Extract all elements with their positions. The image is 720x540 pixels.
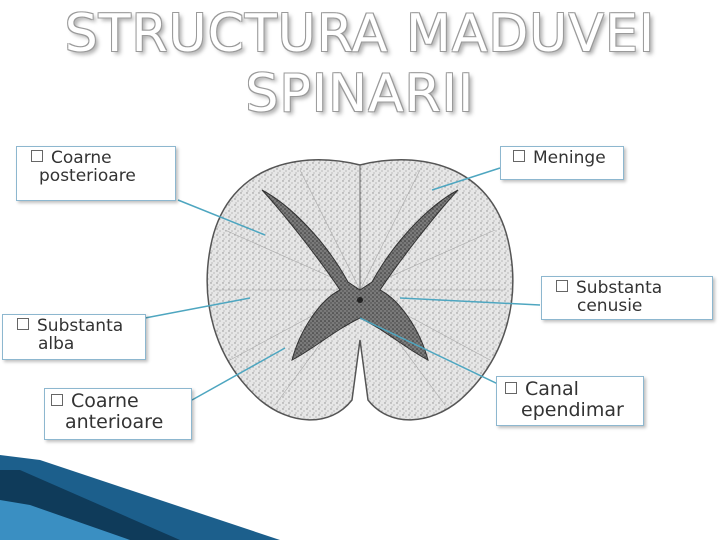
label-white-matter: Substanta alba [2,314,146,360]
label-gray-matter: Substanta cenusie [541,276,713,320]
label-line-1: Meninge [533,148,606,168]
label-line-1: Substanta [37,316,124,336]
bullet-icon [17,318,29,330]
label-anterior-horns: Coarne anterioare [44,388,192,440]
label-line-2: anterioare [65,411,164,433]
bullet-icon [31,150,43,162]
leader-lines [144,167,541,401]
page-title: STRUCTURA MADUVEI SPINARII [0,4,720,124]
label-posterior-horns: Coarne posterioare [16,146,176,201]
label-line-2: cenusie [577,296,643,316]
bullet-icon [513,150,525,162]
label-line-2: ependimar [521,399,624,421]
label-line-1: Canal [525,378,579,400]
label-line-1: Coarne [51,148,112,168]
label-central-canal: Canal ependimar [496,376,644,426]
label-line-2: alba [38,334,75,354]
accent-bar-light [0,500,130,540]
title-line-2: SPINARII [245,64,475,124]
bullet-icon [556,280,568,292]
title-line-1: STRUCTURA MADUVEI [64,4,656,64]
label-line-2: posterioare [39,166,136,186]
bullet-icon [51,394,63,406]
bullet-icon [505,382,517,394]
gray-matter-region [261,189,459,361]
central-canal [357,297,363,303]
label-line-1: Coarne [71,390,139,412]
label-line-1: Substanta [576,278,663,298]
label-meninges: Meninge [500,146,624,180]
